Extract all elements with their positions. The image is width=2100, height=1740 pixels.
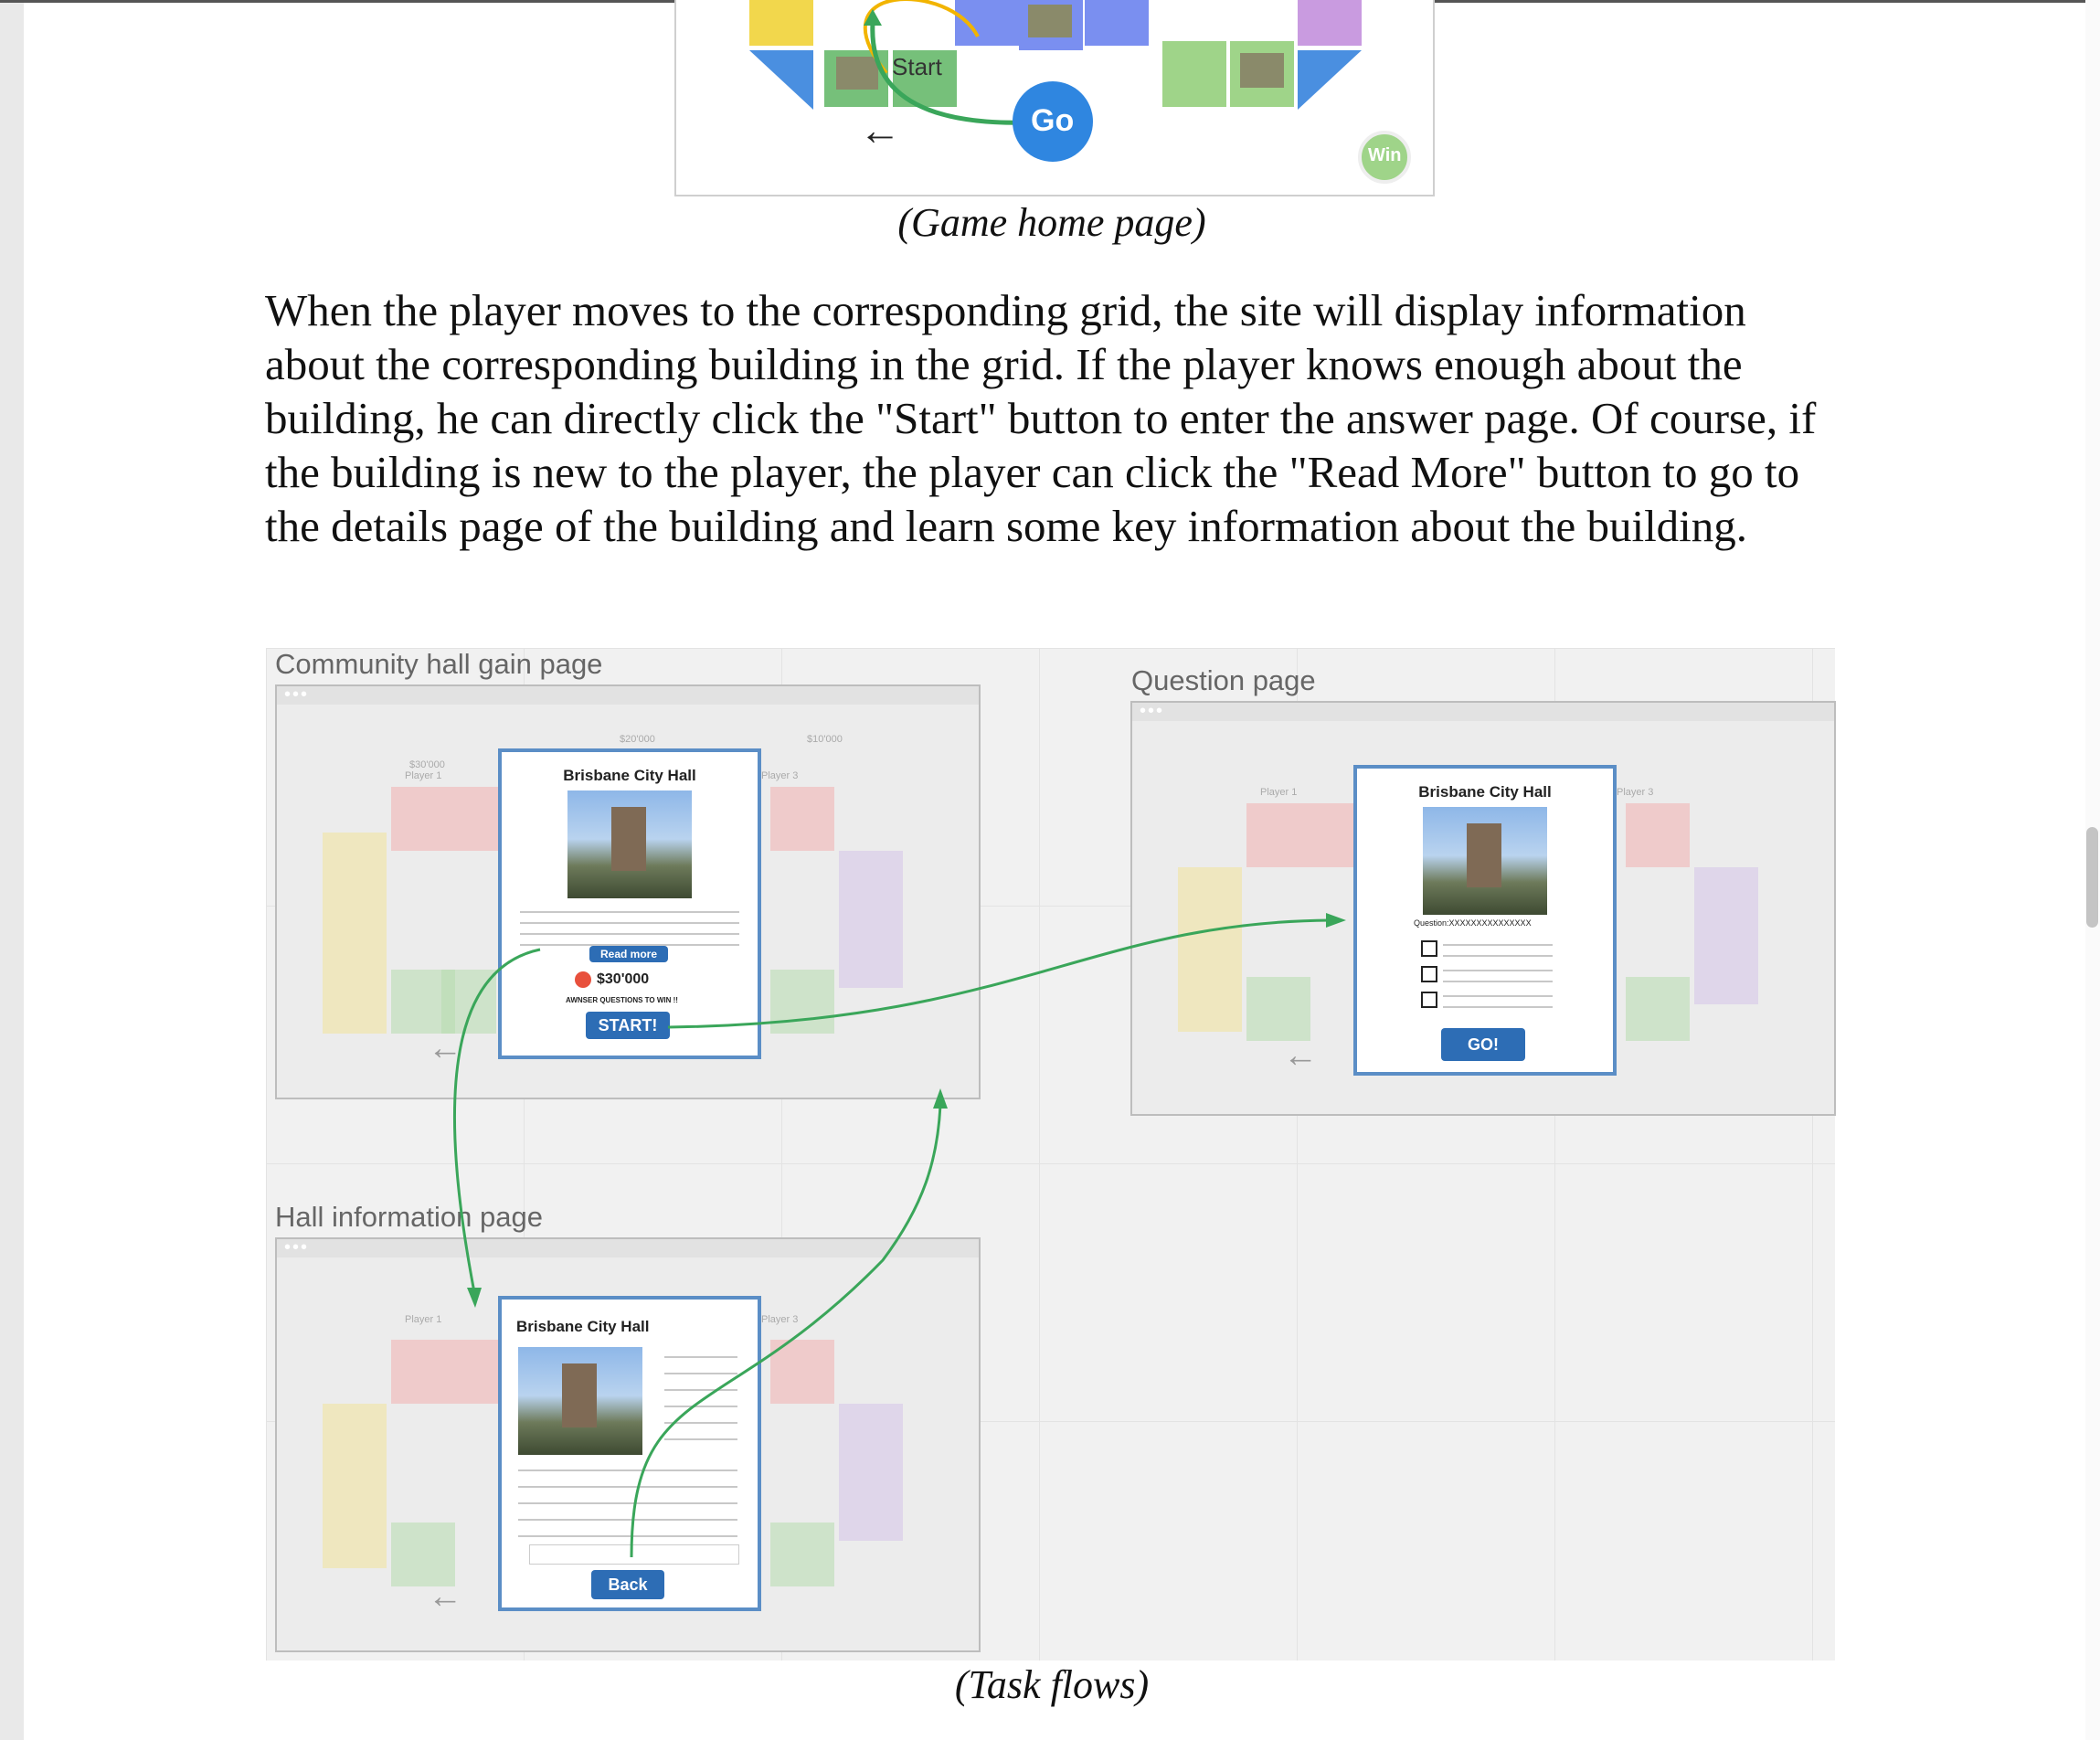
task-flow-canvas: Community hall gain page ••• $30'000 Pla… bbox=[266, 648, 1836, 1660]
win-badge: Win bbox=[1368, 145, 1402, 165]
city-hall-photo bbox=[518, 1347, 642, 1455]
p3-name: Player 3 bbox=[761, 770, 799, 781]
answer-checkbox[interactable] bbox=[1421, 992, 1437, 1008]
back-arrow-icon[interactable]: ← bbox=[428, 1029, 462, 1067]
city-hall-photo bbox=[1423, 807, 1547, 915]
p3-name: Player 3 bbox=[761, 1314, 799, 1325]
p3-money: $10'000 bbox=[807, 734, 843, 745]
back-arrow-icon[interactable]: ← bbox=[859, 106, 901, 154]
p3-name: Player 3 bbox=[1617, 787, 1654, 798]
question-modal: Brisbane City Hall Question:XXXXXXXXXXXX… bbox=[1353, 765, 1617, 1076]
p1-name: Player 1 bbox=[405, 770, 442, 781]
p1-name: Player 1 bbox=[1260, 787, 1298, 798]
start-button[interactable]: START! bbox=[586, 1012, 670, 1039]
question-page-label: Question page bbox=[1131, 664, 1316, 696]
bottom-figure-caption: (Task flows) bbox=[954, 1662, 1150, 1707]
gain-page-frame: ••• $30'000 Player 1 $20'000 $10'000 Pla… bbox=[275, 684, 981, 1099]
go-button[interactable]: GO! bbox=[1441, 1028, 1525, 1061]
body-paragraph: When the player moves to the correspondi… bbox=[265, 285, 1817, 551]
answer-checkbox-checked[interactable] bbox=[1421, 966, 1437, 982]
modal-title: Brisbane City Hall bbox=[563, 767, 696, 784]
info-modal: Brisbane City Hall Back bbox=[498, 1296, 761, 1611]
back-arrow-icon[interactable]: ← bbox=[428, 1577, 462, 1616]
p1-name: Player 1 bbox=[405, 1314, 442, 1325]
read-more-button[interactable]: Read more bbox=[589, 946, 668, 962]
gain-page-label: Community hall gain page bbox=[275, 648, 603, 680]
game-home-figure: Start Go Win ← bbox=[674, 0, 1435, 196]
gain-modal: Brisbane City Hall Read more $30'000 AWN… bbox=[498, 748, 761, 1059]
start-tile-label: Start bbox=[892, 53, 942, 80]
hall-info-frame: ••• Player 1 Player 3 ← Brisbane City Ha… bbox=[275, 1237, 981, 1652]
question-page-frame: ••• Player 1 Player 3 ← Brisbane City Ha… bbox=[1130, 701, 1836, 1116]
p1-money: $30'000 bbox=[409, 759, 445, 770]
info-textbox bbox=[529, 1544, 739, 1565]
left-gutter bbox=[0, 0, 24, 1740]
modal-title: Brisbane City Hall bbox=[1418, 783, 1552, 801]
center-money: $20'000 bbox=[620, 734, 655, 745]
price-label: $30'000 bbox=[597, 971, 650, 987]
top-figure-caption: (Game home page) bbox=[897, 200, 1206, 245]
coin-icon bbox=[575, 971, 591, 988]
back-arrow-icon[interactable]: ← bbox=[1283, 1036, 1318, 1075]
win-note: AWNSER QUESTIONS TO WIN !! bbox=[566, 996, 678, 1004]
question-text: Question:XXXXXXXXXXXXXXX bbox=[1414, 918, 1532, 928]
hall-info-label: Hall information page bbox=[275, 1201, 543, 1233]
back-button[interactable]: Back bbox=[591, 1570, 664, 1599]
flow-arrows bbox=[452, 913, 1346, 1558]
scrollbar-thumb[interactable] bbox=[2086, 827, 2098, 928]
modal-title: Brisbane City Hall bbox=[516, 1318, 650, 1335]
city-hall-photo bbox=[567, 790, 692, 898]
answer-checkbox[interactable] bbox=[1421, 940, 1437, 957]
game-board-graphic bbox=[749, 0, 1411, 184]
go-button[interactable]: Go bbox=[1031, 103, 1075, 138]
